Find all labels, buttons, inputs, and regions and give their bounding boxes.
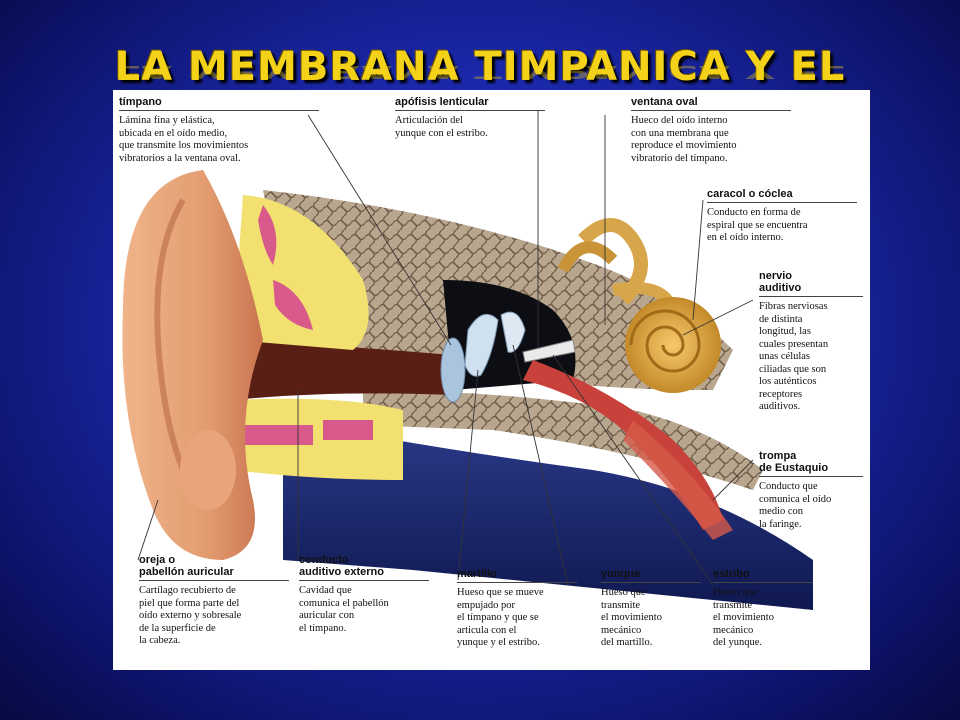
- label-timpano: tímpano Lámina fina y elástica, ubicada …: [119, 96, 319, 165]
- label-oreja: oreja o pabellón auricular Cartílago rec…: [139, 554, 289, 648]
- label-martillo: martillo Hueso que se mueve empujado por…: [457, 568, 577, 650]
- label-ventana-head: ventana oval: [631, 96, 791, 111]
- malleus-illustration: [464, 313, 499, 377]
- label-timpano-head: tímpano: [119, 96, 319, 111]
- cartilage-pink-1: [258, 205, 277, 265]
- label-nervio: nervio auditivo Fibras nerviosas de dist…: [759, 270, 863, 414]
- label-ventana-oval: ventana oval Hueco del oído interno con …: [631, 96, 791, 165]
- lower-tissue: [283, 420, 813, 610]
- cochlea-illustration: [625, 297, 721, 393]
- incus-illustration: [500, 311, 526, 353]
- label-trompa-head: trompa de Eustaquio: [759, 450, 863, 477]
- cartilage-pink-4: [323, 420, 373, 440]
- label-ventana-text: Hueco del oído interno con una membrana …: [631, 115, 737, 164]
- label-caracol: caracol o cóclea Conducto en forma de es…: [707, 188, 857, 245]
- label-martillo-head: martillo: [457, 568, 577, 583]
- label-oreja-head: oreja o pabellón auricular: [139, 554, 289, 581]
- slide-title: LA MEMBRANA TIMPANICA Y EL: [114, 44, 846, 90]
- label-nervio-head: nervio auditivo: [759, 270, 863, 297]
- ear-illustration: [122, 110, 813, 610]
- cochlea-spiral: [629, 309, 701, 373]
- label-yunque: yunque Hueso que transmite el movimiento…: [601, 568, 701, 650]
- label-apofisis-head: apófisis lenticular: [395, 96, 545, 111]
- pinna-fold: [154, 198, 186, 472]
- label-trompa: trompa de Eustaquio Conducto que comunic…: [759, 450, 863, 531]
- eardrum-illustration: [440, 337, 466, 403]
- earlobe-illustration: [180, 430, 236, 510]
- label-conducto-text: Cavidad que comunica el pabellón auricul…: [299, 585, 389, 634]
- label-yunque-text: Hueso que transmite el movimiento mecáni…: [601, 587, 662, 648]
- muscle: [623, 420, 733, 540]
- label-martillo-text: Hueso que se mueve empujado por el tímpa…: [457, 587, 544, 648]
- ear-canal: [233, 340, 453, 400]
- label-nervio-text: Fibras nerviosas de distinta longitud, l…: [759, 301, 829, 412]
- label-yunque-head: yunque: [601, 568, 701, 583]
- cartilage-pink-3: [243, 425, 313, 445]
- stapes-illustration: [522, 339, 576, 363]
- label-caracol-text: Conducto en forma de espiral que se encu…: [707, 207, 808, 243]
- label-conducto-head: conducto auditivo externo: [299, 554, 429, 581]
- cartilage-lower: [233, 398, 403, 480]
- semicircular-canal-2: [557, 241, 618, 273]
- temporal-bone-lower: [363, 390, 763, 490]
- label-trompa-text: Conducto que comunica el oído medio con …: [759, 481, 832, 530]
- label-timpano-text: Lámina fina y elástica, ubicada en el oí…: [119, 115, 249, 164]
- label-estribo-head: estribo: [713, 568, 813, 583]
- label-estribo: estribo Hueso que transmite el movimient…: [713, 568, 813, 650]
- leader-lines: [137, 110, 754, 586]
- label-caracol-head: caracol o cóclea: [707, 188, 857, 203]
- ear-diagram-panel: tímpano Lámina fina y elástica, ubicada …: [113, 90, 870, 670]
- label-estribo-text: Hueso que transmite el movimiento mecáni…: [713, 587, 774, 648]
- slide-title-reflection: LA MEMBRANA TIMPANICA Y EL: [114, 61, 846, 82]
- label-oreja-text: Cartílago recubierto de piel que forma p…: [139, 585, 242, 646]
- label-apofisis: apófisis lenticular Articulación del yun…: [395, 96, 545, 140]
- label-apofisis-text: Articulación del yunque con el estribo.: [395, 115, 488, 139]
- label-conducto: conducto auditivo externo Cavidad que co…: [299, 554, 429, 635]
- cartilage-pink-2: [273, 280, 313, 330]
